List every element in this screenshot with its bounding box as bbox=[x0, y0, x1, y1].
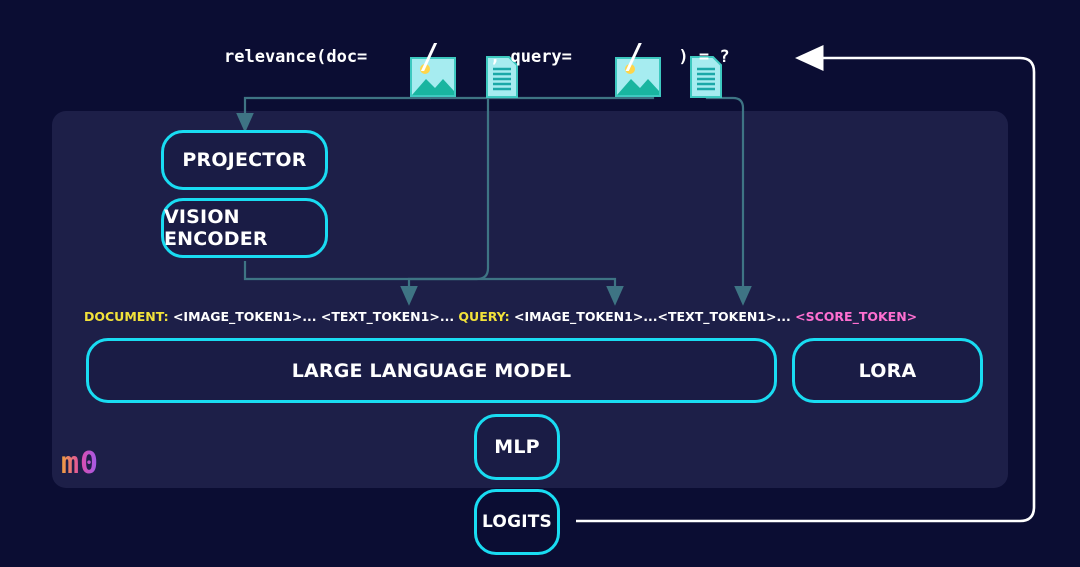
llm-box: LARGE LANGUAGE MODEL bbox=[86, 338, 777, 403]
wire-doc-text bbox=[400, 90, 490, 306]
image-icon bbox=[369, 37, 457, 97]
formula-separator: / bbox=[419, 37, 440, 77]
wire-logits-feedback bbox=[576, 44, 1036, 523]
score-token: <SCORE_TOKEN> bbox=[795, 308, 918, 324]
document-tokens: <IMAGE_TOKEN1>... <TEXT_TOKEN1>... bbox=[168, 308, 459, 324]
formula-separator: / bbox=[623, 37, 645, 77]
m0-logo: m0 bbox=[61, 446, 100, 481]
token-sequence: DOCUMENT: <IMAGE_TOKEN1>... <TEXT_TOKEN1… bbox=[84, 306, 984, 326]
formula-prefix: relevance(doc= bbox=[224, 47, 368, 67]
projector-box: PROJECTOR bbox=[161, 130, 328, 190]
query-label: QUERY: bbox=[458, 308, 510, 324]
formula-suffix: ) = ? bbox=[678, 47, 730, 67]
query-tokens: <IMAGE_TOKEN1>...<TEXT_TOKEN1>... bbox=[509, 308, 796, 324]
logits-box: LOGITS bbox=[474, 489, 560, 555]
lora-box: LORA bbox=[792, 338, 983, 403]
relevance-formula: relevance(doc= / , query= bbox=[224, 34, 730, 98]
document-icon bbox=[444, 35, 518, 98]
formula-query-label: , query= bbox=[479, 47, 572, 67]
wire-query-text bbox=[705, 88, 752, 306]
vision-encoder-box: VISION ENCODER bbox=[161, 198, 328, 258]
image-icon bbox=[574, 37, 661, 97]
mlp-box: MLP bbox=[474, 414, 560, 480]
document-icon bbox=[648, 35, 723, 98]
document-label: DOCUMENT: bbox=[84, 308, 169, 324]
